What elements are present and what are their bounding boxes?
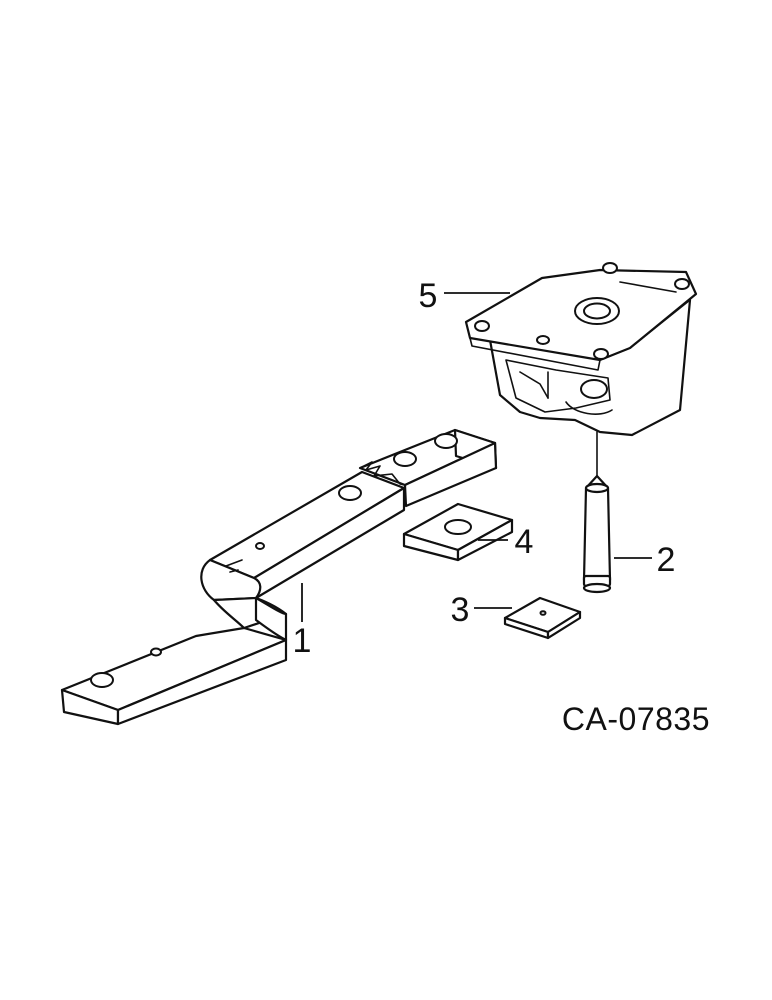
support-part [464,262,698,437]
support-bolt-hole [593,348,609,360]
drawbar-hole [434,433,458,449]
callout-2: 2 [657,541,676,579]
plate-hole [444,519,472,535]
drawbar-part [60,428,498,726]
support-bolt-hole [536,335,550,345]
drawbar-hole [90,672,114,688]
callout-1: 1 [293,622,312,660]
callout-5: 5 [419,277,438,315]
small-plate-part [503,596,582,640]
callout-3: 3 [451,591,470,629]
drawing-code: CA-07835 [562,701,710,737]
plate-hole [539,610,547,616]
drawbar-hole [150,647,162,657]
callout-4: 4 [515,523,534,561]
support-bolt-hole [474,320,490,332]
support-bolt-hole [602,262,618,274]
drawbar-hole [393,451,417,467]
support-lower-bore [580,379,608,399]
drawbar-hole [255,542,265,550]
drawbar-hole [338,485,362,501]
pin-part [582,474,612,594]
large-plate-part [402,502,514,562]
support-bolt-hole [674,278,690,290]
